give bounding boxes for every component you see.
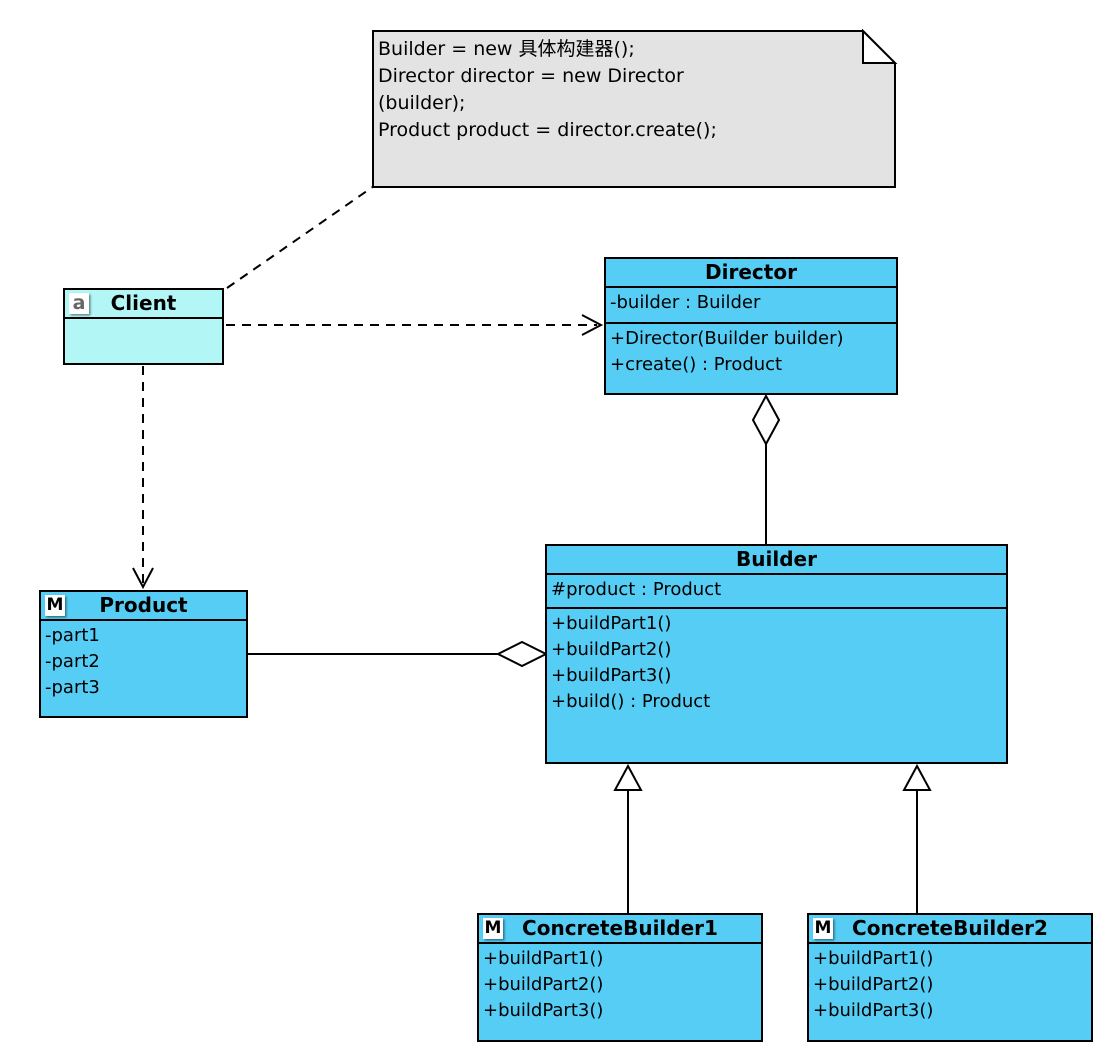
class-client[interactable]: a Client [63, 288, 224, 365]
class-client-body [65, 319, 222, 363]
class-client-title: Client [110, 291, 177, 315]
class-concretebuilder2-title-row: M ConcreteBuilder2 [809, 915, 1091, 944]
class-builder-attributes: #product : Product [547, 575, 1006, 609]
class-product[interactable]: M Product -part1 -part2 -part3 [39, 590, 248, 718]
aggregation-director-builder [751, 393, 781, 545]
code-note: Builder = new 具体构建器(); Director director… [378, 36, 883, 144]
note-line: (builder); [378, 92, 466, 114]
method: +Director(Builder builder) [610, 328, 844, 349]
class-director-title-row: Director [606, 259, 896, 288]
abstract-badge-icon: a [69, 293, 89, 314]
model-badge-icon: M [45, 595, 65, 616]
attribute: #product : Product [551, 579, 722, 600]
method: +buildPart2() [813, 974, 934, 995]
method: +buildPart1() [483, 948, 604, 969]
class-product-title: Product [99, 593, 188, 617]
class-concretebuilder1[interactable]: M ConcreteBuilder1 +buildPart1() +buildP… [477, 913, 763, 1042]
method: +buildPart3() [813, 1000, 934, 1021]
method: +buildPart2() [551, 639, 672, 660]
class-builder-title: Builder [736, 547, 817, 571]
generalization-concretebuilder2-builder [902, 763, 932, 914]
attribute: -builder : Builder [610, 292, 761, 313]
note-anchor-line [226, 185, 375, 289]
method: +buildPart1() [551, 613, 672, 634]
class-product-attributes: -part1 -part2 -part3 [41, 621, 246, 716]
method: +buildPart2() [483, 974, 604, 995]
class-product-title-row: M Product [41, 592, 246, 621]
method: +build() : Product [551, 691, 711, 712]
class-builder-title-row: Builder [547, 546, 1006, 575]
attribute: -part1 [45, 625, 100, 646]
method: +buildPart3() [551, 665, 672, 686]
note-line: Product product = director.create(); [378, 119, 717, 141]
method: +buildPart3() [483, 1000, 604, 1021]
dependency-client-director [226, 314, 604, 336]
class-concretebuilder2-title: ConcreteBuilder2 [852, 916, 1048, 940]
class-builder[interactable]: Builder #product : Product +buildPart1()… [545, 544, 1008, 764]
aggregation-product-builder [248, 640, 549, 668]
generalization-concretebuilder1-builder [613, 763, 643, 914]
attribute: -part3 [45, 677, 100, 698]
class-client-title-row: a Client [65, 290, 222, 319]
class-director[interactable]: Director -builder : Builder +Director(Bu… [604, 257, 898, 395]
model-badge-icon: M [813, 918, 833, 939]
note-line: Builder = new 具体构建器(); [378, 38, 635, 60]
class-concretebuilder1-methods: +buildPart1() +buildPart2() +buildPart3(… [479, 944, 761, 1040]
class-concretebuilder2[interactable]: M ConcreteBuilder2 +buildPart1() +buildP… [807, 913, 1093, 1042]
class-concretebuilder1-title-row: M ConcreteBuilder1 [479, 915, 761, 944]
class-concretebuilder2-methods: +buildPart1() +buildPart2() +buildPart3(… [809, 944, 1091, 1040]
class-builder-methods: +buildPart1() +buildPart2() +buildPart3(… [547, 609, 1006, 762]
attribute: -part2 [45, 651, 100, 672]
method: +create() : Product [610, 354, 783, 375]
note-line: Director director = new Director [378, 65, 684, 87]
method: +buildPart1() [813, 948, 934, 969]
model-badge-icon: M [483, 918, 503, 939]
class-director-methods: +Director(Builder builder) +create() : P… [606, 324, 896, 393]
class-director-title: Director [705, 260, 797, 284]
dependency-client-product [132, 366, 154, 590]
class-concretebuilder1-title: ConcreteBuilder1 [522, 916, 718, 940]
note-shape [372, 28, 898, 188]
class-director-attributes: -builder : Builder [606, 288, 896, 324]
